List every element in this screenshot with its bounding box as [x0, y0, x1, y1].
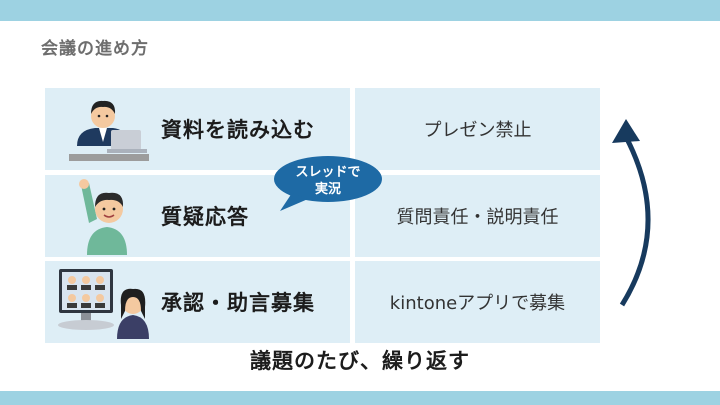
- video-conference-icon: [58, 269, 149, 339]
- page-title: 会議の進め方: [41, 39, 149, 59]
- step-2-note-cell: 質問責任・説明責任: [355, 175, 600, 257]
- step-1-note-cell: プレゼン禁止: [355, 88, 600, 170]
- step-3-note: kintoneアプリで募集: [389, 293, 566, 314]
- thread-bubble: スレッドで 実況: [272, 155, 384, 211]
- step-1-note: プレゼン禁止: [423, 120, 532, 141]
- step-3-note-cell: kintoneアプリで募集: [355, 261, 600, 343]
- step-3-cell: 承認・助言募集: [45, 261, 350, 343]
- cycle-arrow-icon: [612, 119, 651, 307]
- speech-bubble-icon: [274, 156, 382, 211]
- footer-text: 議題のたび、繰り返す: [250, 349, 470, 373]
- bubble-text: スレッドで 実況: [282, 164, 374, 198]
- step-3-label: 承認・助言募集: [161, 291, 315, 315]
- step-2-label: 質疑応答: [161, 205, 249, 229]
- bubble-line-1: スレッドで: [295, 165, 361, 180]
- bubble-line-2: 実況: [314, 182, 341, 197]
- step-1-cell: 資料を読み込む: [45, 88, 350, 170]
- step-2-note: 質問責任・説明責任: [396, 207, 559, 228]
- bottom-bar: [0, 391, 720, 405]
- top-bar: [0, 0, 720, 21]
- step-1-label: 資料を読み込む: [161, 118, 315, 142]
- person-raising-hand-icon: [79, 179, 127, 255]
- person-laptop-icon: [69, 100, 149, 161]
